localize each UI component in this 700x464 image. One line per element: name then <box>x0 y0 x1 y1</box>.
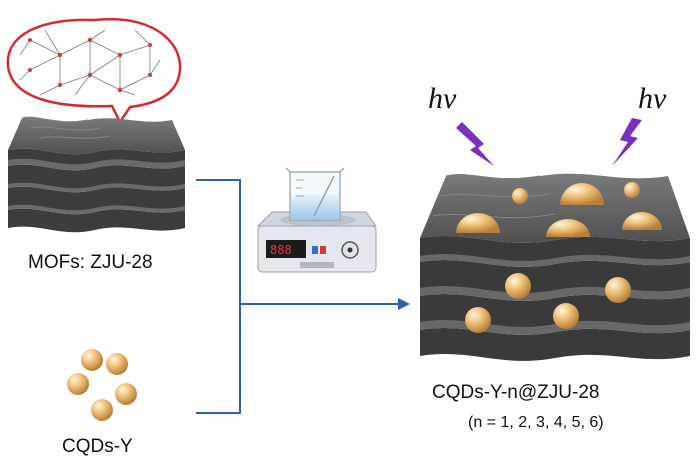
magnetic-stirrer-icon: 888 <box>256 167 377 273</box>
cqd-label: CQDs-Y <box>62 436 133 457</box>
lightning-bolt-icon <box>456 118 642 166</box>
embedded-cqd-spheres <box>456 182 662 333</box>
process-arrow-head <box>398 298 410 310</box>
photon-label-left: hν <box>428 82 457 115</box>
product-layered-sheets <box>420 173 690 361</box>
mof-label: MOFs: ZJU-28 <box>28 252 153 273</box>
product-sublabel: (n = 1, 2, 3, 4, 5, 6) <box>468 414 604 431</box>
process-connector-lines <box>196 179 400 414</box>
cqd-spheres-cluster <box>67 349 137 421</box>
mof-layered-sheets <box>8 116 185 233</box>
photon-label-right: hν <box>638 82 667 115</box>
product-label: CQDs-Y-n@ZJU-28 <box>432 382 600 403</box>
mof-network-icon <box>19 29 161 96</box>
svg-text:888: 888 <box>270 243 292 257</box>
mof-structure-bubble <box>6 17 182 125</box>
